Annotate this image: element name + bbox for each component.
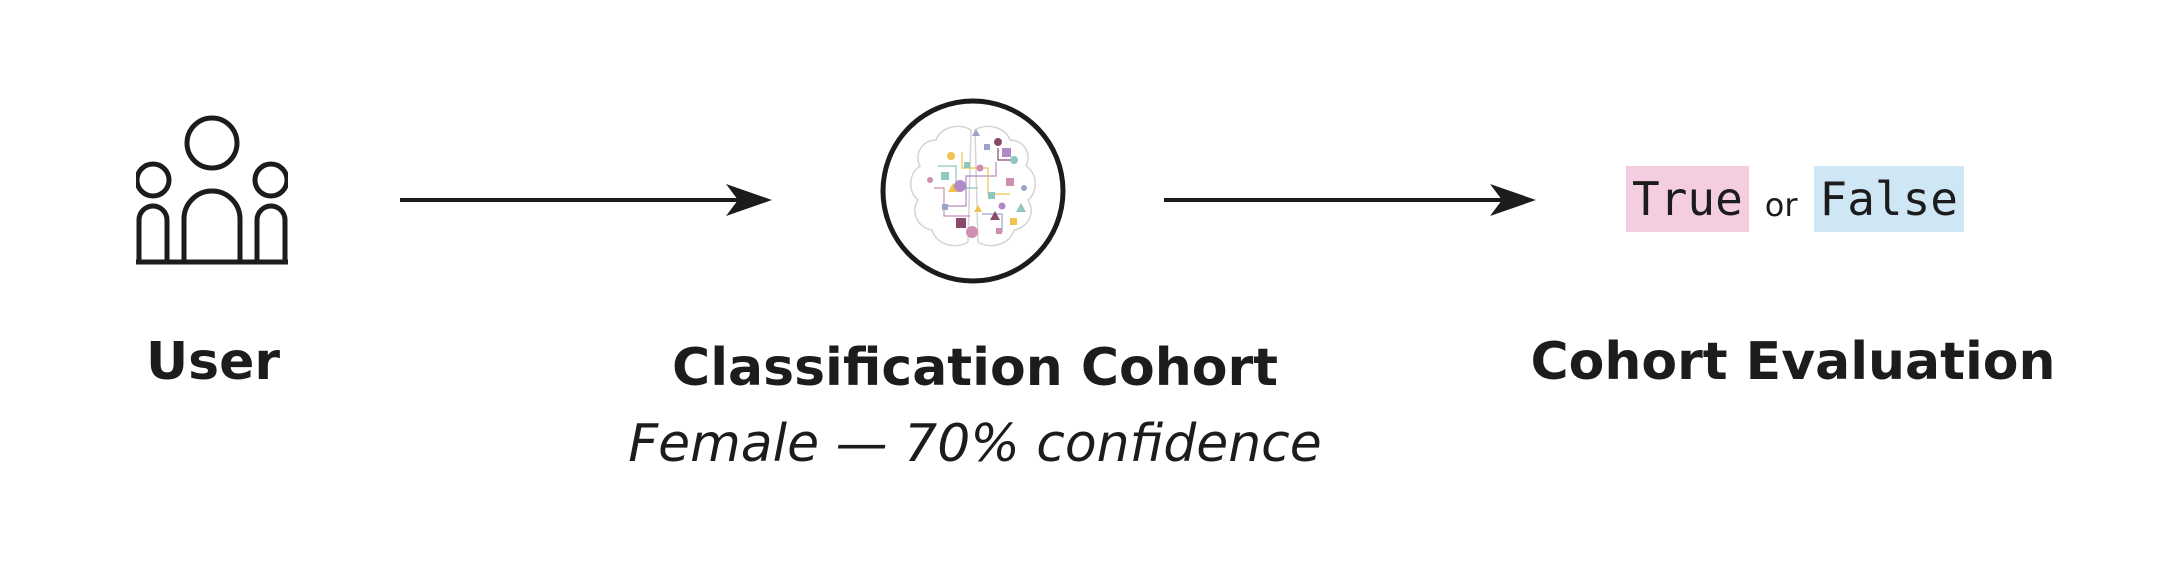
user-label: User [145,332,281,392]
or-text: or [1764,186,1798,224]
true-chip: True [1626,166,1749,232]
cohort-confidence-subtitle: Female — 70% confidence [628,414,1322,474]
people-group-icon [134,114,290,266]
arrow-right-icon [400,180,772,220]
brain-circuit-icon [878,96,1068,286]
cohort-evaluation-label: Cohort Evaluation [1530,332,2056,392]
classification-cohort-label: Classification Cohort [672,338,1278,398]
evaluation-outcome: True or False [1626,166,1964,232]
arrow-right-icon [1164,180,1536,220]
false-chip: False [1813,166,1964,232]
